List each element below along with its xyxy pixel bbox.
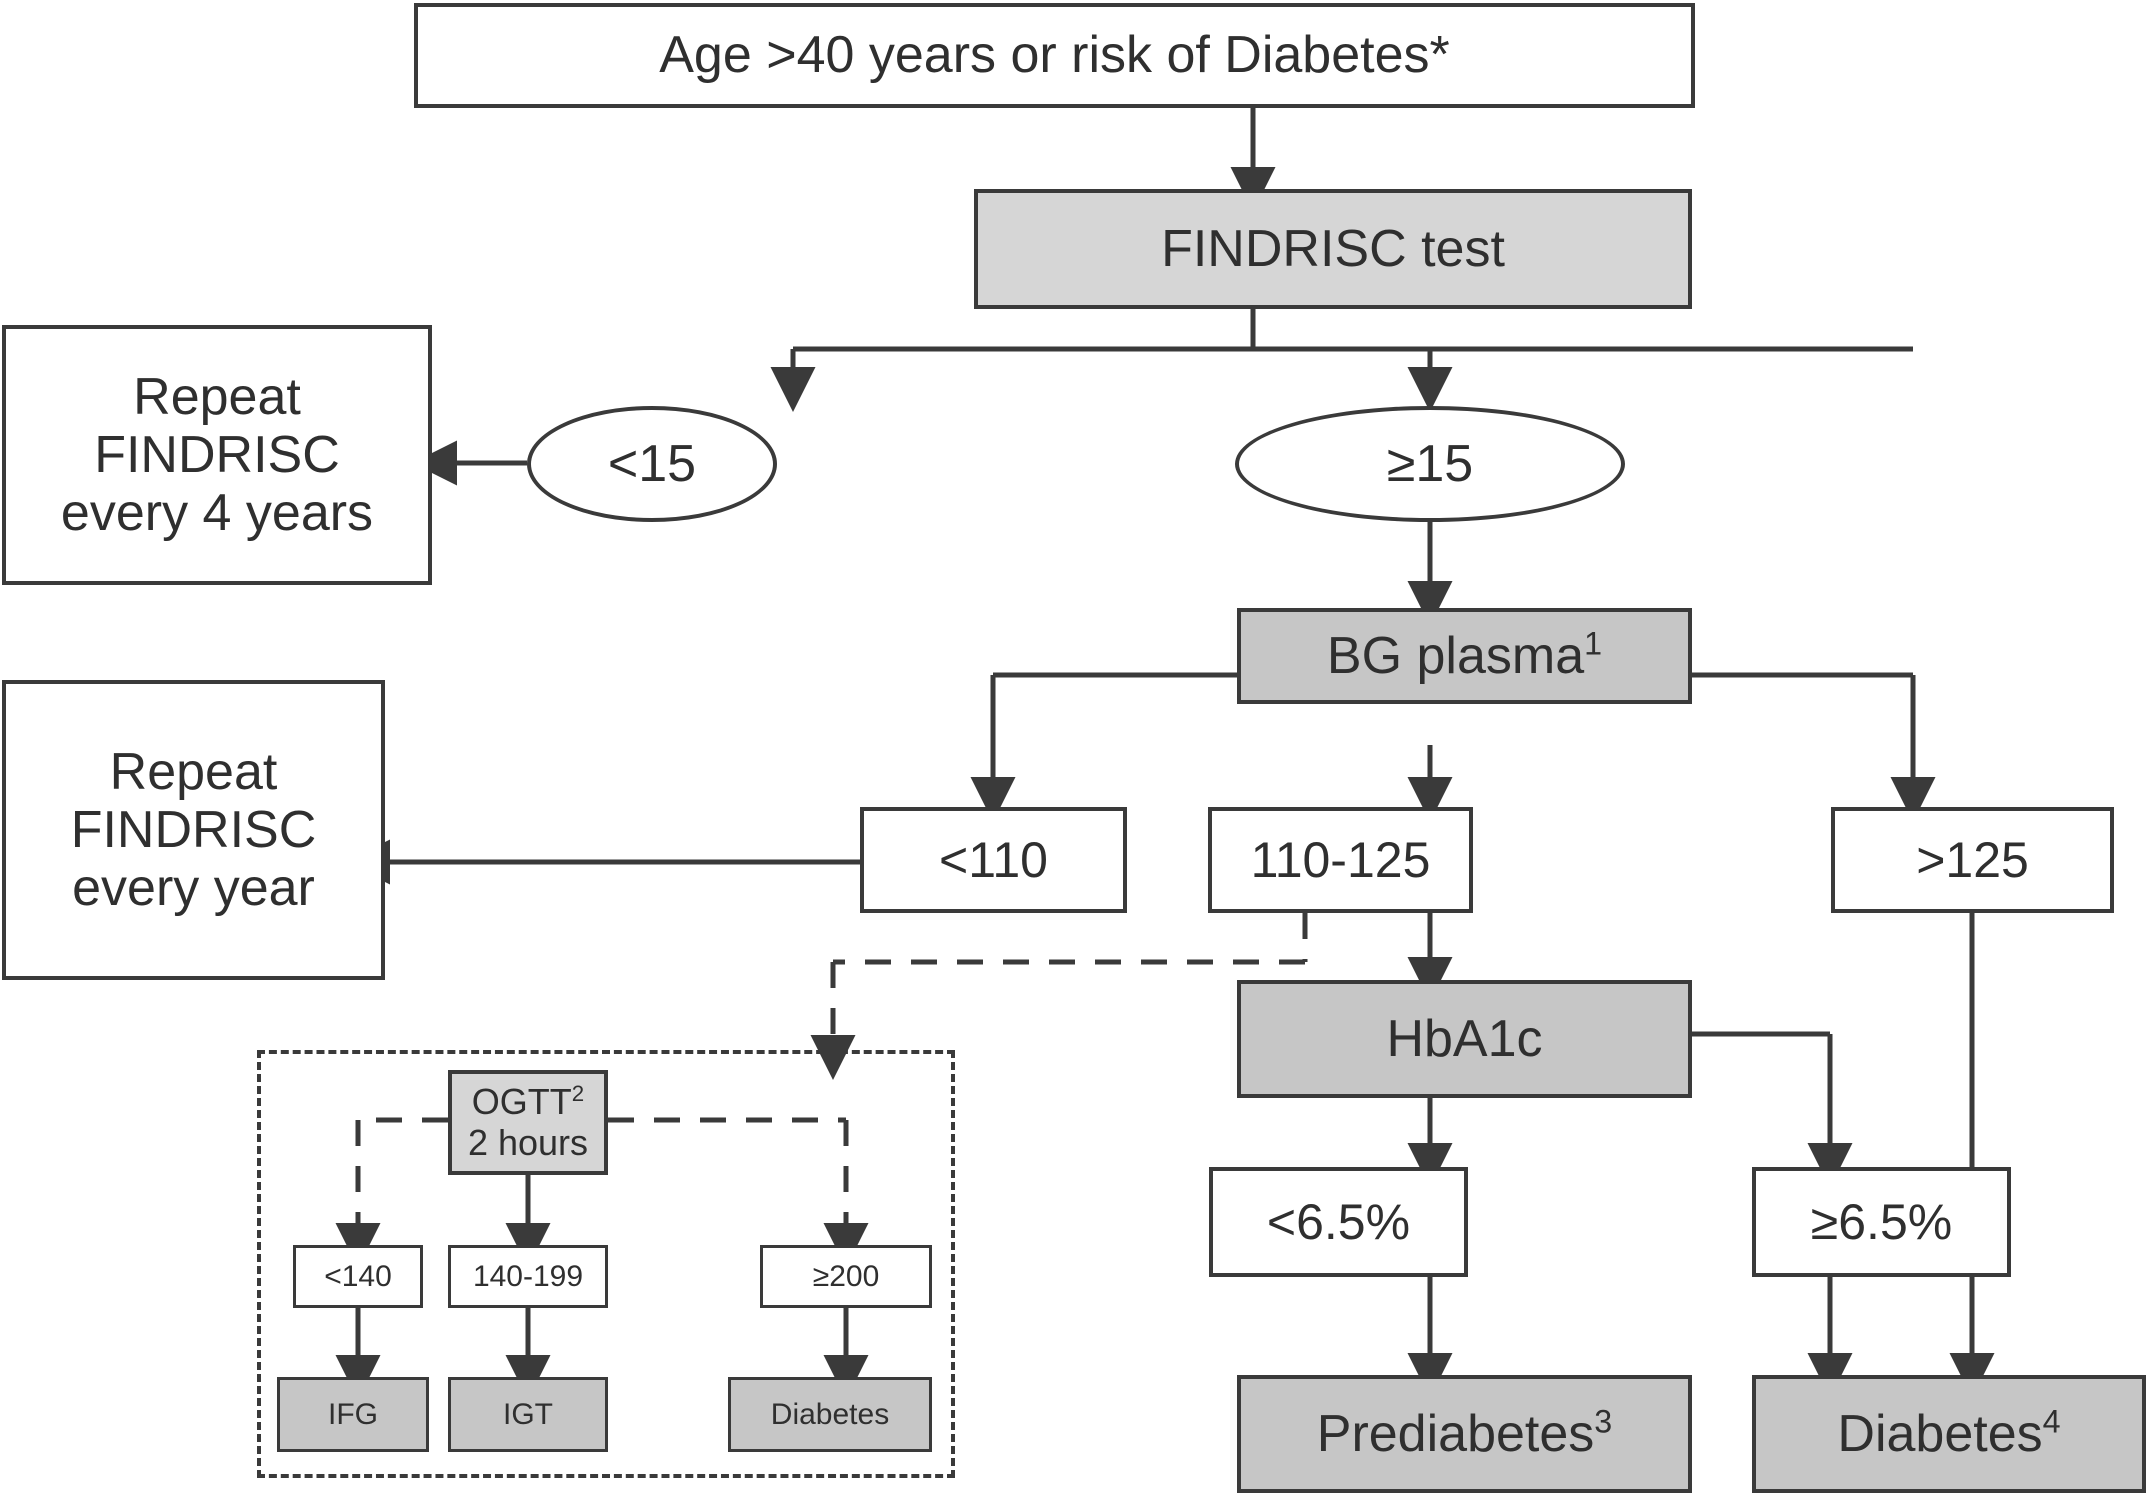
ogtt-140-199-label: 140-199 [472, 1259, 584, 1293]
bg-gt125-label: >125 [1916, 832, 2029, 888]
entry-label: Age >40 years or risk of Diabetes* [659, 26, 1450, 85]
repeat-4y-line1: Repeat [133, 367, 301, 426]
diabetes-main-label: Diabetes [1837, 1404, 2043, 1463]
repeat-1y-line3: every year [72, 859, 315, 918]
node-hba1c-ge-6-5: ≥6.5% [1752, 1167, 2011, 1277]
node-hba1c-lt-6-5: <6.5% [1209, 1167, 1468, 1277]
node-prediabetes: Prediabetes3 [1237, 1375, 1692, 1493]
node-diabetes-main: Diabetes4 [1752, 1375, 2146, 1493]
node-repeat-findrisc-4-years: Repeat FINDRISC every 4 years [2, 325, 432, 585]
ogtt-dashed-group [257, 1050, 955, 1478]
diabetes-ogtt-label: Diabetes [770, 1397, 890, 1431]
ogtt-lt140-label: <140 [324, 1259, 392, 1293]
node-ogtt-lt140: <140 [293, 1245, 423, 1308]
repeat-1y-line2: FINDRISC [70, 800, 317, 859]
repeat-1y-line1: Repeat [109, 742, 278, 801]
node-ogtt-ge200: ≥200 [760, 1245, 932, 1308]
node-bg-gt125: >125 [1831, 807, 2114, 913]
node-bg-110-125: 110-125 [1208, 807, 1473, 913]
hba1c-label: HbA1c [1386, 1009, 1543, 1068]
node-findrisc-test: FINDRISC test [974, 189, 1692, 309]
diabetes-main-footnote: 4 [2042, 1403, 2061, 1440]
node-entry-criteria: Age >40 years or risk of Diabetes* [414, 3, 1695, 108]
node-ogtt: OGTT2 2 hours [448, 1070, 608, 1175]
findrisc-test-label: FINDRISC test [1161, 219, 1505, 278]
repeat-4y-line2: FINDRISC [94, 425, 340, 484]
ifg-label: IFG [328, 1397, 378, 1431]
repeat-4y-line3: every 4 years [60, 484, 374, 543]
bg-plasma-label: BG plasma [1326, 626, 1585, 685]
node-bg-plasma: BG plasma1 [1237, 608, 1692, 704]
node-score-lt15: <15 [527, 406, 777, 522]
node-ogtt-140-199: 140-199 [448, 1245, 608, 1308]
score-lt15-label: <15 [607, 434, 697, 493]
bg-110-125-label: 110-125 [1250, 832, 1431, 888]
ogtt-ge200-label: ≥200 [812, 1259, 880, 1293]
node-diabetes-ogtt: Diabetes [728, 1377, 932, 1452]
bg-lt110-label: <110 [939, 832, 1048, 888]
igt-label: IGT [503, 1397, 553, 1431]
node-ifg: IFG [277, 1377, 429, 1452]
prediabetes-label: Prediabetes [1316, 1404, 1595, 1463]
bg-plasma-footnote: 1 [1584, 625, 1603, 662]
node-score-ge15: ≥15 [1235, 406, 1625, 522]
node-bg-lt110: <110 [860, 807, 1127, 913]
ogtt-label: OGTT [471, 1081, 572, 1123]
score-ge15-label: ≥15 [1386, 434, 1474, 493]
node-hba1c: HbA1c [1237, 980, 1692, 1098]
prediabetes-footnote: 3 [1594, 1403, 1613, 1440]
node-igt: IGT [448, 1377, 608, 1452]
hba1c-lt65-label: <6.5% [1266, 1194, 1411, 1250]
node-repeat-findrisc-every-year: Repeat FINDRISC every year [2, 680, 385, 980]
ogtt-footnote: 2 [571, 1081, 585, 1107]
ogtt-duration-label: 2 hours [467, 1121, 589, 1163]
hba1c-ge65-label: ≥6.5% [1810, 1194, 1953, 1250]
